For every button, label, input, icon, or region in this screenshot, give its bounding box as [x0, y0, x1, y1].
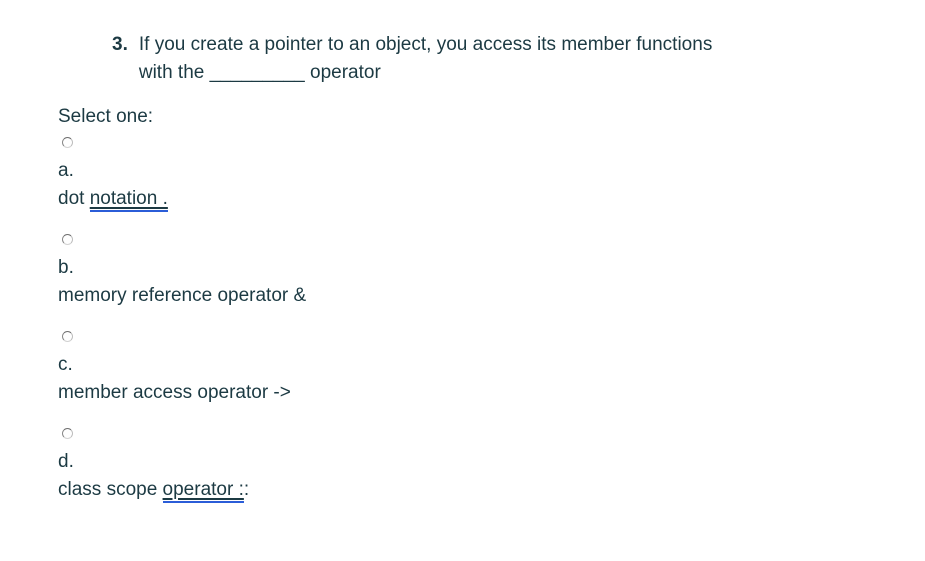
option-d-label[interactable]: class scope operator ::	[58, 476, 925, 504]
options-list: a. dot notation . b. memory reference op…	[58, 137, 925, 504]
option-d-glossary-link[interactable]: operator :	[162, 479, 244, 503]
radio-option-a[interactable]	[62, 137, 73, 148]
option-d-text-suffix[interactable]: :	[243, 479, 250, 500]
option-b: b. memory reference operator &	[58, 234, 925, 310]
option-c-label[interactable]: member access operator ->	[58, 379, 925, 407]
question-block: 3. If you create a pointer to an object,…	[112, 31, 925, 87]
option-a-label[interactable]: dot notation .	[58, 185, 925, 213]
question-line-2: with the _________ operator	[138, 62, 381, 83]
radio-option-b[interactable]	[62, 234, 73, 245]
radio-option-c[interactable]	[62, 331, 73, 342]
option-d: d. class scope operator ::	[58, 428, 925, 504]
question-text: If you create a pointer to an object, yo…	[139, 31, 712, 87]
radio-option-d[interactable]	[62, 428, 73, 439]
option-d-text[interactable]: class scope	[58, 479, 163, 500]
question-number: 3.	[112, 34, 128, 55]
option-d-letter[interactable]: d.	[58, 451, 74, 472]
option-a-letter[interactable]: a.	[58, 160, 74, 181]
option-b-letter[interactable]: b.	[58, 257, 74, 278]
select-one-label: Select one:	[58, 106, 154, 127]
option-c: c. member access operator ->	[58, 331, 925, 407]
option-a-glossary-link[interactable]: notation .	[89, 188, 168, 212]
option-b-text[interactable]: memory reference operator &	[58, 285, 307, 306]
option-c-text[interactable]: member access operator ->	[58, 382, 291, 403]
option-c-letter[interactable]: c.	[58, 354, 73, 375]
option-b-label[interactable]: memory reference operator &	[58, 282, 925, 310]
option-a-text[interactable]: dot	[58, 188, 90, 209]
option-a: a. dot notation .	[58, 137, 925, 213]
question-line-1: If you create a pointer to an object, yo…	[138, 34, 713, 55]
